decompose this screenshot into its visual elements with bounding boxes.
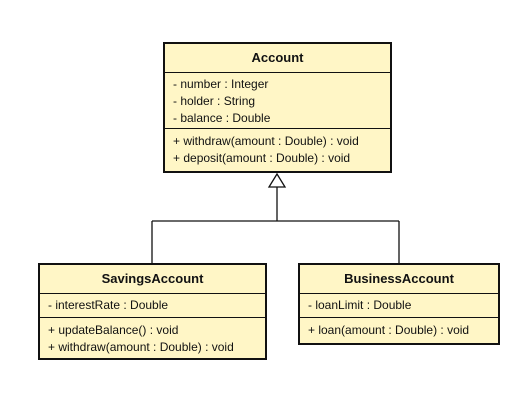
class-business-attributes: - loanLimit : Double (300, 293, 498, 317)
generalization-arrowhead (267, 172, 287, 188)
operation-deposit: + deposit(amount : Double) : void (173, 151, 351, 165)
class-savings-attributes: - interestRate : Double (40, 293, 265, 317)
attribute-holder: - holder : String (173, 94, 256, 108)
class-savings-name: SavingsAccount (101, 271, 204, 286)
class-savings-account[interactable]: SavingsAccount - interestRate : Double +… (38, 263, 267, 360)
class-account-name-compartment: Account (165, 44, 390, 72)
class-account[interactable]: Account - number : Integer - holder : St… (163, 42, 392, 173)
class-business-operations: + loan(amount : Double) : void (300, 317, 498, 339)
class-savings-name-compartment: SavingsAccount (40, 265, 265, 293)
class-account-attributes: - number : Integer - holder : String - b… (165, 72, 390, 128)
attribute-number: - number : Integer (173, 77, 269, 91)
class-business-name-compartment: BusinessAccount (300, 265, 498, 293)
attribute-balance: - balance : Double (173, 111, 271, 125)
class-business-name: BusinessAccount (344, 271, 454, 286)
class-account-operations: + withdraw(amount : Double) : void + dep… (165, 128, 390, 167)
operation-withdraw: + withdraw(amount : Double) : void (173, 134, 359, 148)
attribute-interest-rate: - interestRate : Double (48, 298, 169, 312)
class-account-name: Account (251, 50, 304, 65)
attribute-loan-limit: - loanLimit : Double (308, 298, 412, 312)
operation-loan: + loan(amount : Double) : void (308, 323, 470, 337)
operation-withdraw-override: + withdraw(amount : Double) : void (48, 340, 234, 354)
operation-update-balance: + updateBalance() : void (48, 323, 179, 337)
class-business-account[interactable]: BusinessAccount - loanLimit : Double + l… (298, 263, 500, 345)
class-savings-operations: + updateBalance() : void + withdraw(amou… (40, 317, 265, 356)
inheritance-lines (151, 187, 400, 263)
